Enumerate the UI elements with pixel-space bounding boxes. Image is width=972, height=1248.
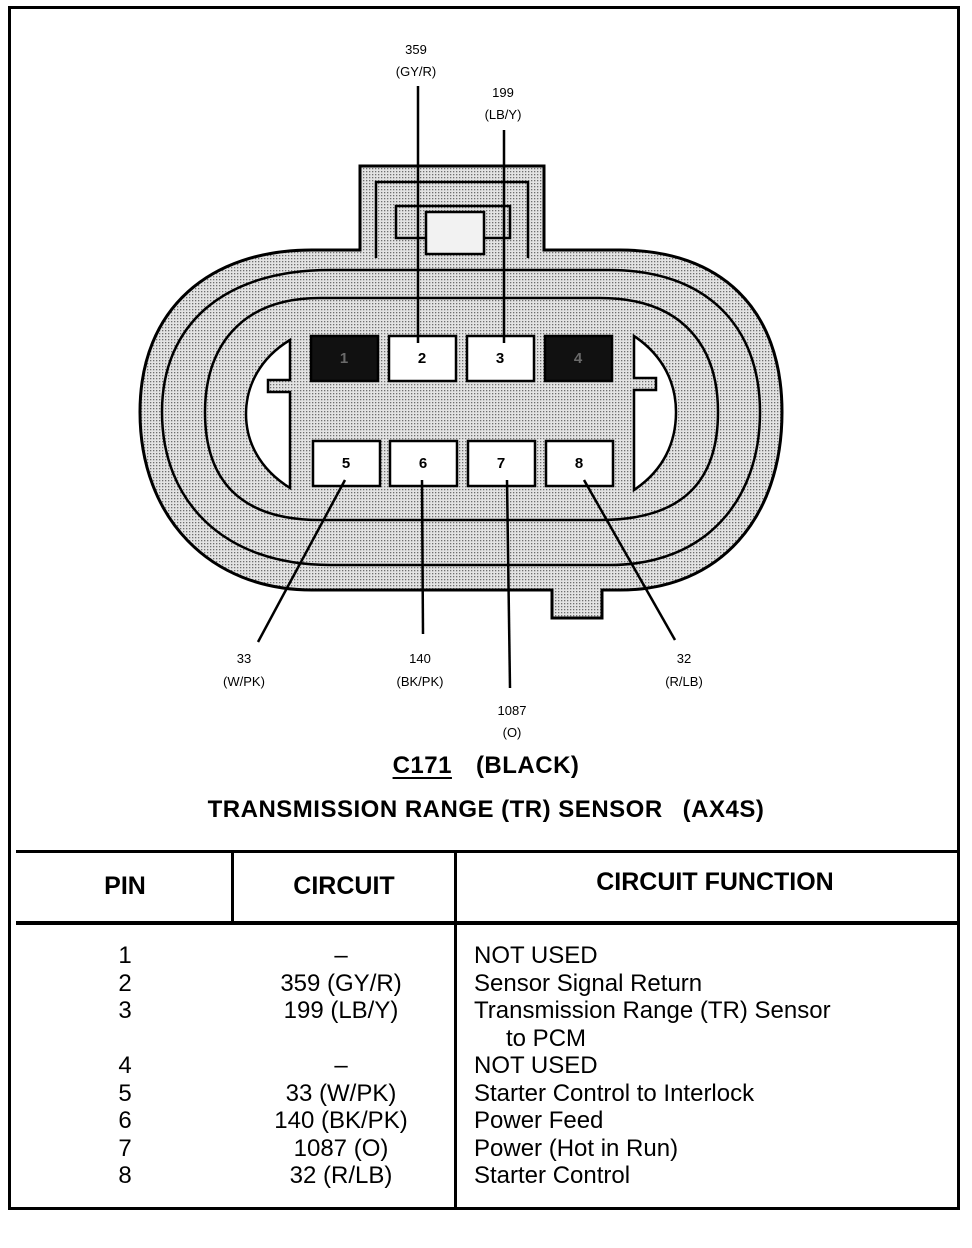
table-cell-pin: 3 xyxy=(118,997,132,1024)
table-cell-spacer xyxy=(60,1025,190,1053)
function-column: NOT USED Sensor Signal Return Transmissi… xyxy=(474,942,954,1190)
pin-7: 7 xyxy=(466,439,537,488)
table-cell-spacer xyxy=(236,1025,446,1053)
pin-4: 4 xyxy=(543,334,614,383)
connector-diagram: 1 2 3 4 5 6 7 8 359 (GY/R) 199 (LB/Y) xyxy=(138,42,784,740)
svg-text:32: 32 xyxy=(677,651,691,666)
wire-label-1087: 1087 (O) xyxy=(498,703,527,740)
connector-subtitle: TRANSMISSION RANGE (TR) SENSOR (AX4S) xyxy=(0,796,972,824)
table-cell-pin: 1 xyxy=(118,942,132,969)
wire-label-32: 32 (R/LB) xyxy=(665,651,703,689)
table-cell-function: NOT USED xyxy=(474,942,598,969)
pin-8: 8 xyxy=(544,439,615,488)
svg-text:4: 4 xyxy=(574,350,583,367)
connector-name: TRANSMISSION RANGE (TR) SENSOR xyxy=(207,796,663,823)
connector-model: (AX4S) xyxy=(682,796,765,823)
table-divider-1 xyxy=(231,850,234,922)
table-cell-circuit: 199 (LB/Y) xyxy=(283,997,399,1024)
wire-label-33: 33 (W/PK) xyxy=(223,651,265,689)
svg-text:1: 1 xyxy=(340,350,348,367)
table-cell-circuit: 33 (W/PK) xyxy=(285,1079,397,1107)
table-cell-circuit: 1087 (O) xyxy=(293,1134,389,1162)
table-top-rule xyxy=(16,850,958,853)
svg-text:(BK/PK): (BK/PK) xyxy=(397,674,444,689)
latch-tab xyxy=(374,180,530,258)
header-pin: PIN xyxy=(104,872,146,900)
table-cell-function: NOT USED xyxy=(474,1052,598,1079)
table-cell-pin: 8 xyxy=(118,1162,132,1189)
header-circuit-function: CIRCUIT FUNCTION xyxy=(596,868,834,896)
svg-text:(O): (O) xyxy=(503,725,522,740)
table-cell-circuit: 32 (R/LB) xyxy=(289,1162,393,1189)
circuit-column: – 359 (GY/R) 199 (LB/Y) – 33 (W/PK) 140 … xyxy=(236,942,446,1190)
table-cell-pin: 6 xyxy=(118,1107,132,1134)
table-cell-function: Sensor Signal Return xyxy=(474,969,703,997)
svg-text:3: 3 xyxy=(496,350,504,367)
header-circuit: CIRCUIT xyxy=(293,872,395,900)
pin-1: 1 xyxy=(309,334,380,383)
wire-label-359: 359 (GY/R) xyxy=(396,42,436,79)
table-cell-circuit: 140 (BK/PK) xyxy=(274,1107,408,1134)
svg-text:7: 7 xyxy=(497,455,505,472)
connector-ring-middle xyxy=(160,268,762,567)
leader-pin-8 xyxy=(582,479,677,641)
leader-pin-7 xyxy=(505,479,512,689)
table-cell-function: Transmission Range (TR) Sensor xyxy=(474,997,831,1024)
diagram-frame xyxy=(8,6,960,1210)
pin-5: 5 xyxy=(311,439,382,488)
svg-text:199: 199 xyxy=(492,85,514,100)
svg-text:5: 5 xyxy=(342,455,350,472)
svg-text:33: 33 xyxy=(237,651,251,666)
connector-title: C171 (BLACK) xyxy=(0,752,972,780)
pin-3: 3 xyxy=(465,334,536,383)
table-cell-function: Power (Hot in Run) xyxy=(474,1134,679,1162)
svg-text:(GY/R): (GY/R) xyxy=(396,64,436,79)
svg-text:359: 359 xyxy=(405,42,427,57)
table-cell-pin: 4 xyxy=(118,1052,132,1079)
table-cell-pin: 7 xyxy=(118,1134,132,1162)
pin-6: 6 xyxy=(388,439,459,488)
svg-text:1087: 1087 xyxy=(498,703,527,718)
svg-text:(W/PK): (W/PK) xyxy=(223,674,265,689)
right-key xyxy=(632,333,678,493)
svg-text:140: 140 xyxy=(409,651,431,666)
latch-key xyxy=(424,210,486,256)
svg-text:6: 6 xyxy=(419,455,427,472)
table-cell-function: Power Feed xyxy=(474,1107,604,1134)
svg-text:(R/LB): (R/LB) xyxy=(665,674,703,689)
table-cell-function: Starter Control to Interlock xyxy=(474,1079,755,1107)
leader-pin-6 xyxy=(420,479,425,635)
table-cell-function-continued: to PCM xyxy=(506,1024,587,1052)
svg-text:2: 2 xyxy=(418,350,426,367)
wire-label-140: 140 (BK/PK) xyxy=(397,651,444,689)
wire-label-199: 199 (LB/Y) xyxy=(485,85,522,122)
table-divider-2 xyxy=(454,850,457,1210)
pin-column: 1 2 3 4 5 6 7 8 xyxy=(60,942,190,1190)
svg-text:(LB/Y): (LB/Y) xyxy=(485,107,522,122)
leader-pin-5 xyxy=(256,479,347,643)
left-key xyxy=(244,337,292,491)
table-cell-circuit: 359 (GY/R) xyxy=(280,969,402,997)
connector-color: (BLACK) xyxy=(475,752,580,779)
svg-text:8: 8 xyxy=(575,455,583,472)
table-cell-function: Starter Control xyxy=(474,1162,631,1189)
table-header-rule xyxy=(16,921,958,925)
connector-code: C171 xyxy=(392,752,452,779)
pin-2: 2 xyxy=(387,334,458,383)
table-cell-pin: 2 xyxy=(118,969,132,997)
table-cell-pin: 5 xyxy=(118,1079,132,1107)
table-cell-circuit: – xyxy=(334,942,348,969)
table-cell-circuit: – xyxy=(334,1052,348,1079)
